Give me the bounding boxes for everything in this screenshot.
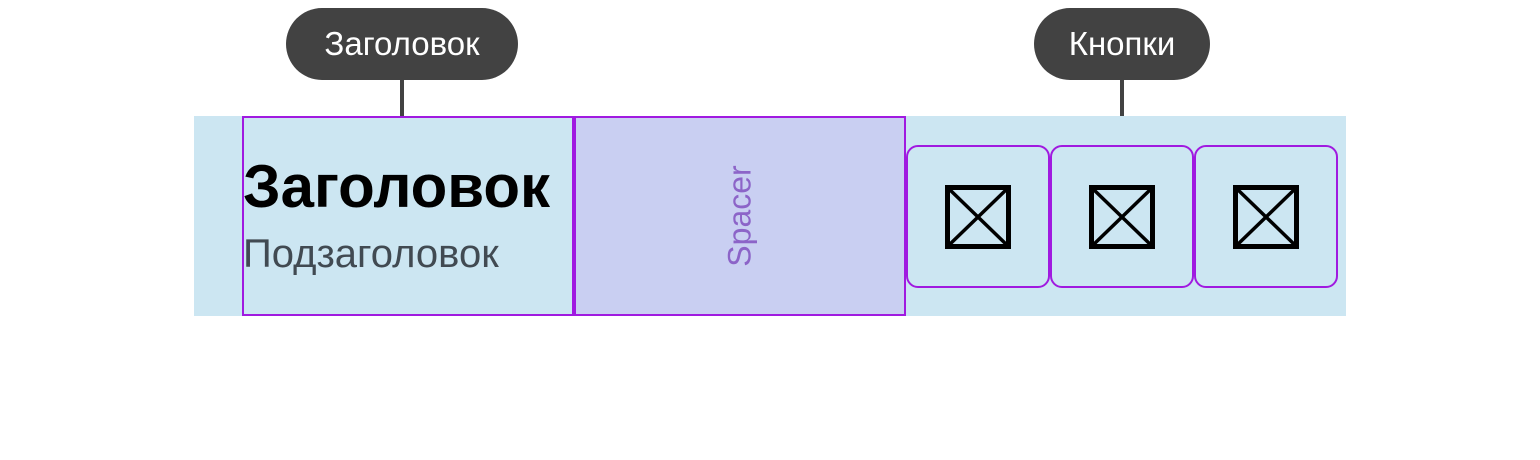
buttons-callout-connector — [1120, 80, 1124, 132]
buttons-callout: Кнопки — [1034, 8, 1210, 80]
toolbar-button-1[interactable] — [906, 145, 1050, 288]
spacer-label: Spacer — [721, 165, 758, 267]
placeholder-x-icon — [1089, 184, 1155, 249]
toolbar-button-2[interactable] — [1050, 145, 1194, 288]
toolbar-subtitle: Подзаголовок — [243, 232, 499, 276]
placeholder-x-icon — [945, 184, 1011, 249]
toolbar-title: Заголовок — [243, 153, 551, 220]
spacer: Spacer — [574, 116, 906, 316]
placeholder-x-icon — [1233, 184, 1299, 249]
title-area — [242, 116, 574, 316]
toolbar-button-3[interactable] — [1194, 145, 1338, 288]
header-callout-connector — [400, 80, 404, 132]
header-callout: Заголовок — [286, 8, 518, 80]
